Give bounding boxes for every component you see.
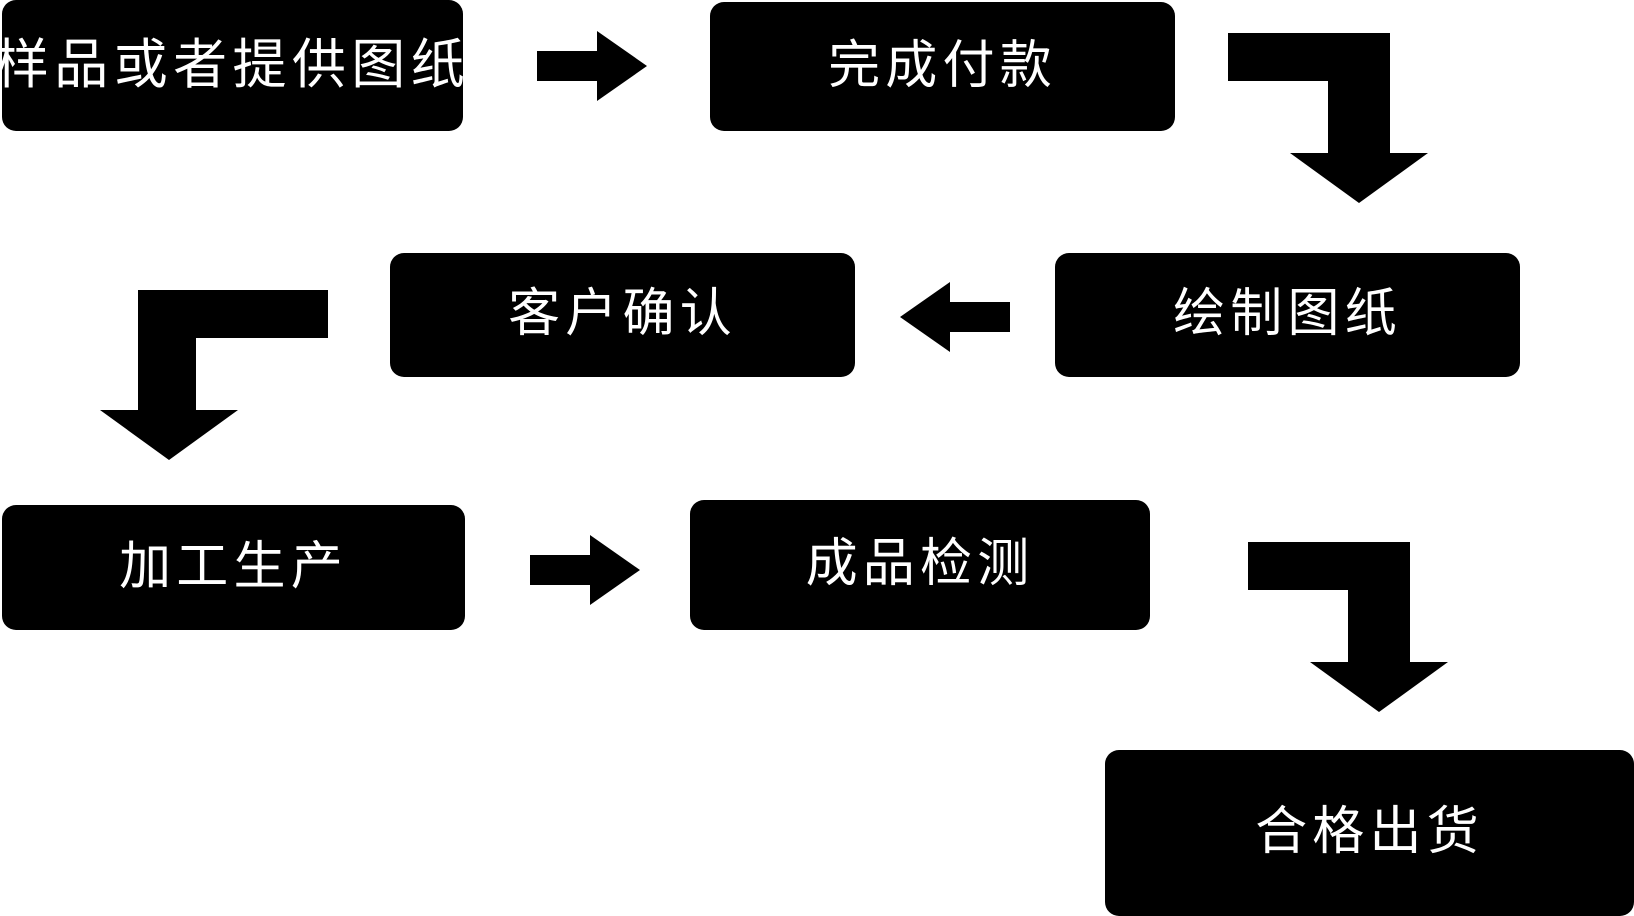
flow-node-sample-label: 样品或者提供图纸 xyxy=(0,34,471,95)
arrow-elbow-left-down-icon-confirm-to-production xyxy=(100,290,328,460)
flow-node-shipment[interactable]: 合格出货 xyxy=(1105,750,1634,916)
flow-node-production-label: 加工生产 xyxy=(119,537,348,596)
flow-node-sample[interactable]: 样品或者提供图纸 xyxy=(0,0,465,131)
flow-node-drawing-label: 绘制图纸 xyxy=(1173,285,1402,344)
flow-node-confirm-label: 客户确认 xyxy=(508,285,737,344)
arrow-right-icon-sample-to-payment xyxy=(537,31,647,101)
flow-node-production[interactable]: 加工生产 xyxy=(2,505,465,630)
flow-node-drawing[interactable]: 绘制图纸 xyxy=(1055,253,1520,377)
flow-node-inspection-label: 成品检测 xyxy=(805,535,1035,594)
flow-node-shipment-label: 合格出货 xyxy=(1255,803,1484,862)
arrow-elbow-right-down-icon-payment-to-drawing xyxy=(1228,33,1440,203)
arrow-right-icon-production-to-inspection xyxy=(530,535,640,605)
flow-node-payment[interactable]: 完成付款 xyxy=(710,2,1175,131)
flow-node-payment-label: 完成付款 xyxy=(828,36,1057,95)
arrow-left-icon-drawing-to-confirm xyxy=(900,282,1010,352)
arrow-elbow-right-down-icon-inspection-to-shipment xyxy=(1248,542,1460,712)
flow-node-inspection[interactable]: 成品检测 xyxy=(690,500,1150,630)
flow-node-confirm[interactable]: 客户确认 xyxy=(390,253,855,377)
